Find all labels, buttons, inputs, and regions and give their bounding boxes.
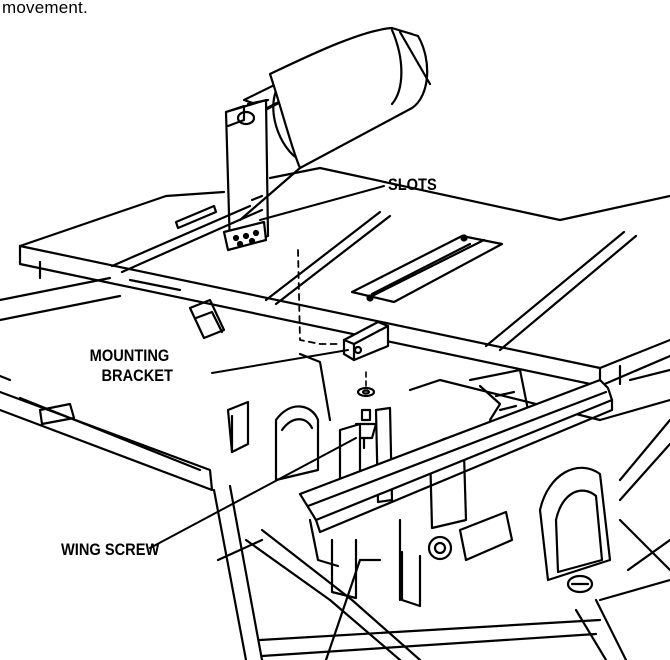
label-mounting-bracket: MOUNTING BRACKET bbox=[86, 346, 173, 386]
label-wing-screw: WING SCREW bbox=[61, 540, 159, 560]
slots-leader bbox=[260, 186, 384, 220]
mounting-bracket-leader bbox=[212, 350, 348, 373]
blade-guard bbox=[224, 28, 430, 250]
label-slots: SLOTS bbox=[388, 175, 437, 195]
label-mounting-line1: MOUNTING bbox=[86, 346, 173, 366]
label-mounting-line2: BRACKET bbox=[86, 366, 173, 386]
